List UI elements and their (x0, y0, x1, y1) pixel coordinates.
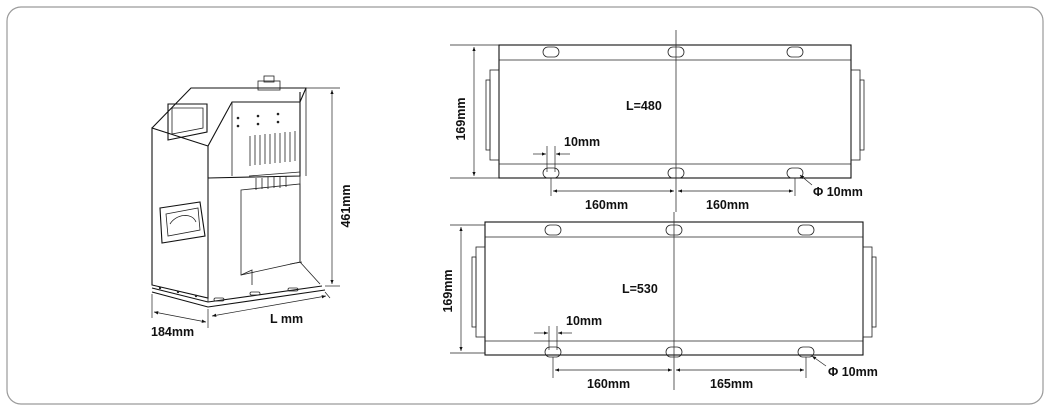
bottom-hole-label: Φ 10mm (828, 365, 878, 379)
top-spacing-left-label: 160mm (585, 198, 628, 212)
top-width-label: 169mm (454, 97, 468, 140)
machine-isometric-view (151, 75, 326, 308)
bottom-slot-label: 10mm (566, 314, 602, 328)
top-spacing-right-label: 160mm (706, 198, 749, 212)
depth-label: 184mm (151, 325, 194, 339)
depth-dimension: 184mm (151, 294, 209, 339)
height-label: 461mm (339, 184, 353, 227)
top-length-label: L=480 (626, 99, 662, 113)
bottom-spacing-left-label: 160mm (587, 377, 630, 391)
bottom-plan-view: L=530 169mm 10mm 160mm 165mm Φ 10mm (441, 212, 878, 391)
top-slot-label: 10mm (564, 135, 600, 149)
bottom-width-label: 169mm (441, 269, 455, 312)
bottom-length-label: L=530 (622, 282, 658, 296)
top-plan-view: L=480 169mm 10mm 160mm 160mm Φ 10mm (450, 30, 865, 212)
length-dimension: L mm (211, 291, 331, 326)
height-dimension: 461mm (306, 87, 353, 287)
length-label: L mm (270, 312, 303, 326)
drawing-border (6, 6, 1044, 405)
top-hole-label: Φ 10mm (813, 185, 863, 199)
bottom-spacing-right-label: 165mm (710, 377, 753, 391)
